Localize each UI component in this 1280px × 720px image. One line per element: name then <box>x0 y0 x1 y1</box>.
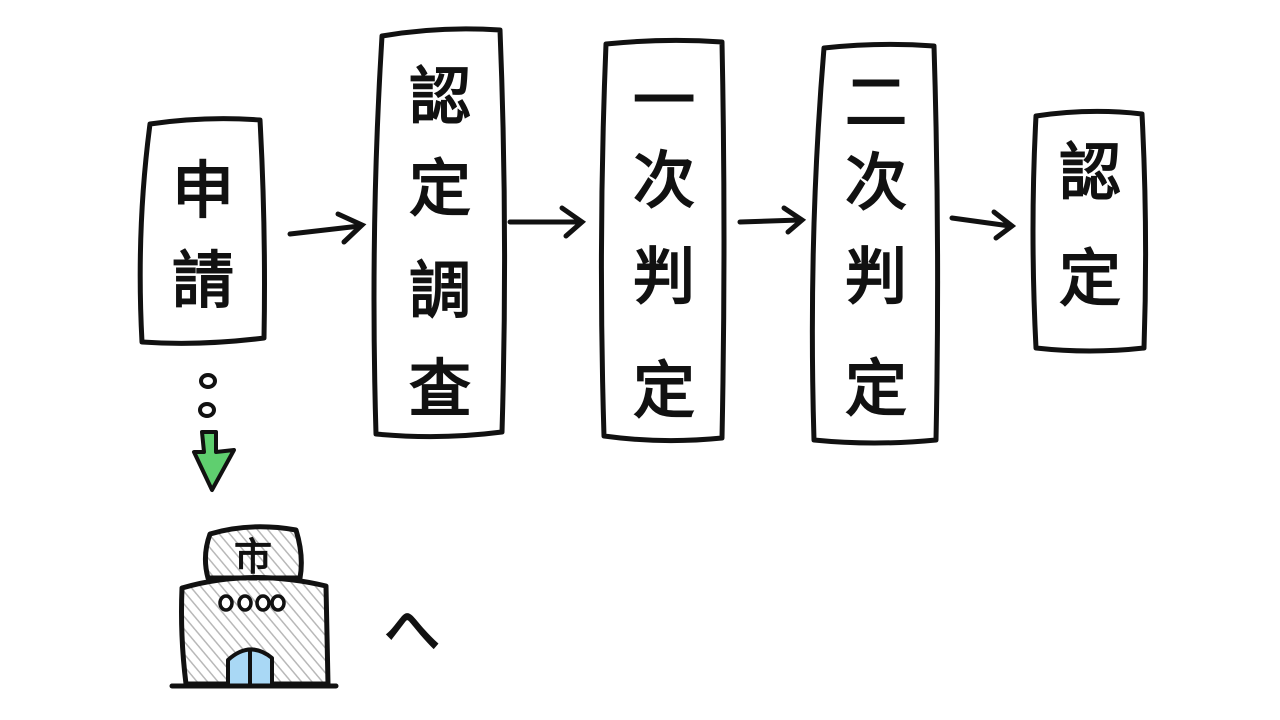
city-hall-body <box>179 574 331 687</box>
box-survey-char-2: 定 <box>409 152 471 225</box>
box-second-char-4: 定 <box>845 352 907 425</box>
box-survey-char-1: 認 <box>409 60 471 133</box>
green-arrow-head <box>192 430 236 492</box>
box-first-char-1: 一 <box>633 64 695 137</box>
box-first-char-4: 定 <box>633 354 695 427</box>
box-cert: 認 定 <box>1030 108 1149 354</box>
window-2 <box>237 594 253 612</box>
arrow-first-to-second <box>737 205 807 235</box>
box-cert-char-1: 認 <box>1059 136 1121 209</box>
city-hall-to-label: へ <box>384 599 440 664</box>
box-second: 二 次 判 定 <box>809 41 941 446</box>
city-hall-tower <box>202 524 304 581</box>
down-arrow-to-city-hall <box>192 373 236 492</box>
box-first-char-2: 次 <box>633 144 695 217</box>
box-apply: 申 請 <box>137 116 267 346</box>
box-second-char-1: 二 <box>845 66 907 139</box>
box-survey-char-4: 査 <box>409 352 471 425</box>
box-second-border <box>809 41 941 446</box>
box-cert-border <box>1030 108 1149 354</box>
arrow-apply-to-survey <box>287 211 367 245</box>
box-first: 一 次 判 定 <box>598 37 727 444</box>
box-survey: 認 定 調 査 <box>371 26 508 440</box>
dot-2 <box>198 402 216 418</box>
window-3 <box>255 594 271 612</box>
box-second-char-3: 判 <box>845 240 907 313</box>
box-apply-char-1: 申 <box>172 154 234 227</box>
box-apply-border <box>137 116 267 346</box>
city-hall-building: 市 <box>169 524 339 689</box>
window-1 <box>218 594 234 612</box>
box-first-border <box>598 37 727 444</box>
box-survey-border <box>371 26 508 440</box>
box-second-char-2: 次 <box>845 146 907 219</box>
window-4 <box>270 594 286 612</box>
arrow-survey-to-first <box>507 205 587 239</box>
box-apply-char-2: 請 <box>172 244 234 317</box>
box-first-char-3: 判 <box>633 240 695 313</box>
city-hall-sign: 市 <box>234 535 272 579</box>
box-survey-char-3: 調 <box>409 254 471 327</box>
box-cert-char-2: 定 <box>1059 242 1121 315</box>
arrow-second-to-cert <box>949 209 1017 241</box>
dot-1 <box>199 373 217 389</box>
